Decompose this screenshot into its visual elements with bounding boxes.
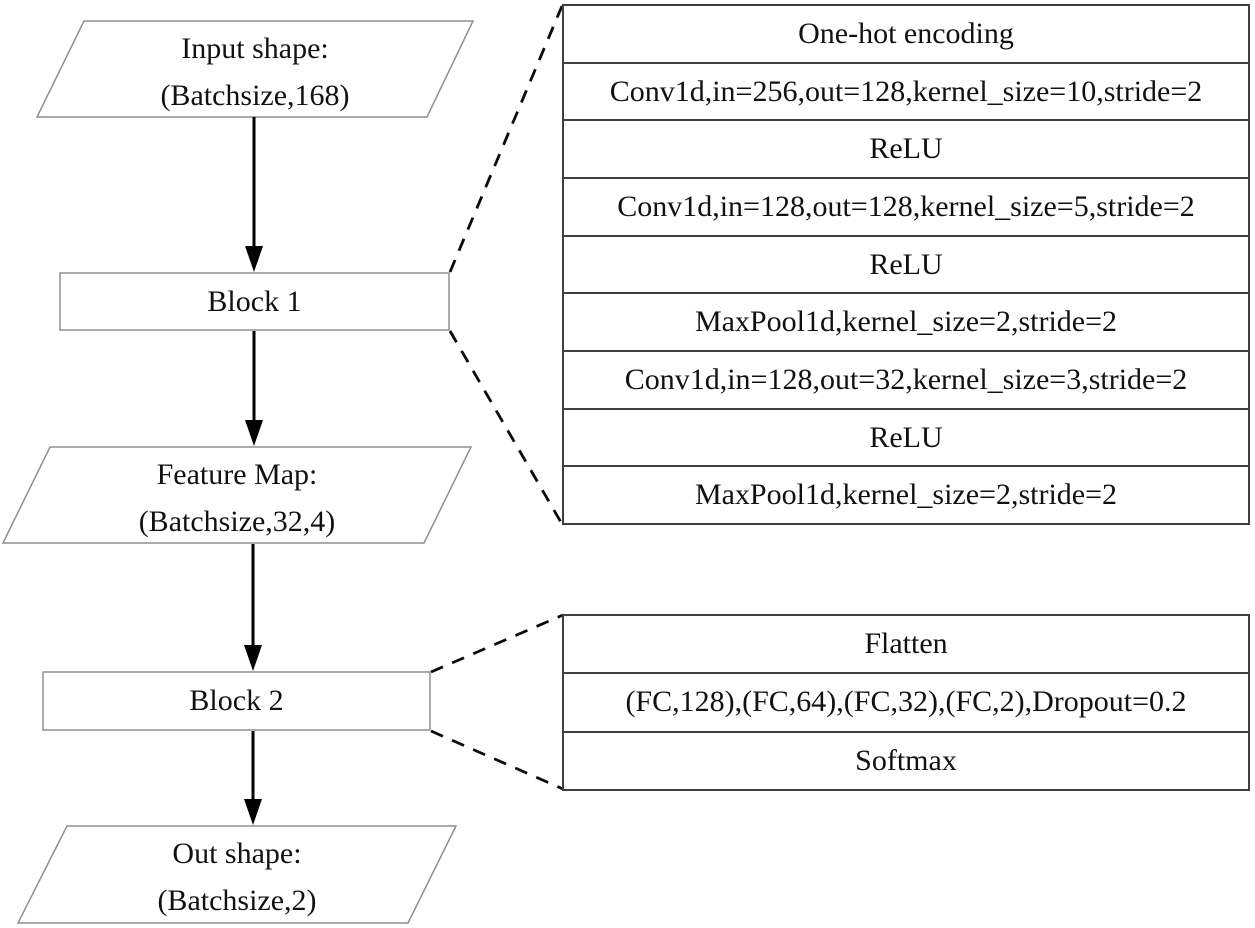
block2-layer-row-flatten: Flatten bbox=[564, 616, 1248, 675]
block1-layer-row-conv2: Conv1d,in=128,out=128,kernel_size=5,stri… bbox=[564, 179, 1248, 237]
block2-layer-row-fc: (FC,128),(FC,64),(FC,32),(FC,2),Dropout=… bbox=[564, 674, 1248, 733]
input-node-label: Input shape: (Batchsize,168) bbox=[105, 25, 405, 119]
block1-layer-row-maxpool1: MaxPool1d,kernel_size=2,stride=2 bbox=[564, 294, 1248, 353]
block1-layer-row-onehot: One-hot encoding bbox=[564, 6, 1248, 64]
input-parallelogram bbox=[35, 20, 475, 118]
feature-map-line2: (Batchsize,32,4) bbox=[138, 505, 336, 538]
input-node-line1: Input shape: bbox=[181, 32, 329, 65]
feature-map-node-label: Feature Map: (Batchsize,32,4) bbox=[87, 451, 387, 545]
dashed-connector-block2-top bbox=[430, 613, 564, 674]
block1-layers-table: One-hot encoding Conv1d,in=256,out=128,k… bbox=[562, 4, 1250, 525]
block2-layer-row-softmax: Softmax bbox=[855, 743, 957, 777]
block1-node-label: Block 1 bbox=[207, 284, 302, 318]
block1-layer-row-relu3: ReLU bbox=[564, 410, 1248, 468]
dashed-connector-block2-bottom bbox=[430, 729, 564, 791]
block1-layer-row-maxpool2: MaxPool1d,kernel_size=2,stride=2 bbox=[694, 478, 1118, 512]
block1-layer-row-relu2: ReLU bbox=[564, 237, 1248, 295]
block2-rectangle bbox=[42, 671, 431, 731]
feature-map-parallelogram bbox=[1, 446, 473, 544]
dashed-connector-block1-top bbox=[448, 5, 564, 273]
output-node-line2: (Batchsize,2) bbox=[157, 884, 317, 917]
dashed-connector-block1-bottom bbox=[448, 330, 564, 525]
block1-layer-row-relu1: ReLU bbox=[564, 121, 1248, 180]
output-node-line1: Out shape: bbox=[172, 837, 302, 870]
block2-node-label: Block 2 bbox=[189, 684, 284, 717]
block1-rectangle bbox=[59, 272, 450, 331]
arrow-block2-to-output-head bbox=[244, 799, 262, 825]
arrow-input-to-block1-head bbox=[245, 246, 263, 272]
block1-layer-row-conv3: Conv1d,in=128,out=32,kernel_size=3,strid… bbox=[564, 352, 1248, 410]
arrow-block1-to-featuremap-head bbox=[245, 420, 263, 446]
block2-layers-table: Flatten (FC,128),(FC,64),(FC,32),(FC,2),… bbox=[562, 614, 1250, 791]
output-parallelogram bbox=[16, 825, 458, 924]
output-node-label: Out shape: (Batchsize,2) bbox=[87, 830, 387, 924]
feature-map-line1: Feature Map: bbox=[156, 458, 318, 491]
input-node-line2: (Batchsize,168) bbox=[160, 79, 350, 112]
block1-layer-row-conv1: Conv1d,in=256,out=128,kernel_size=10,str… bbox=[564, 64, 1248, 122]
arrow-featuremap-to-block2-head bbox=[244, 645, 262, 671]
